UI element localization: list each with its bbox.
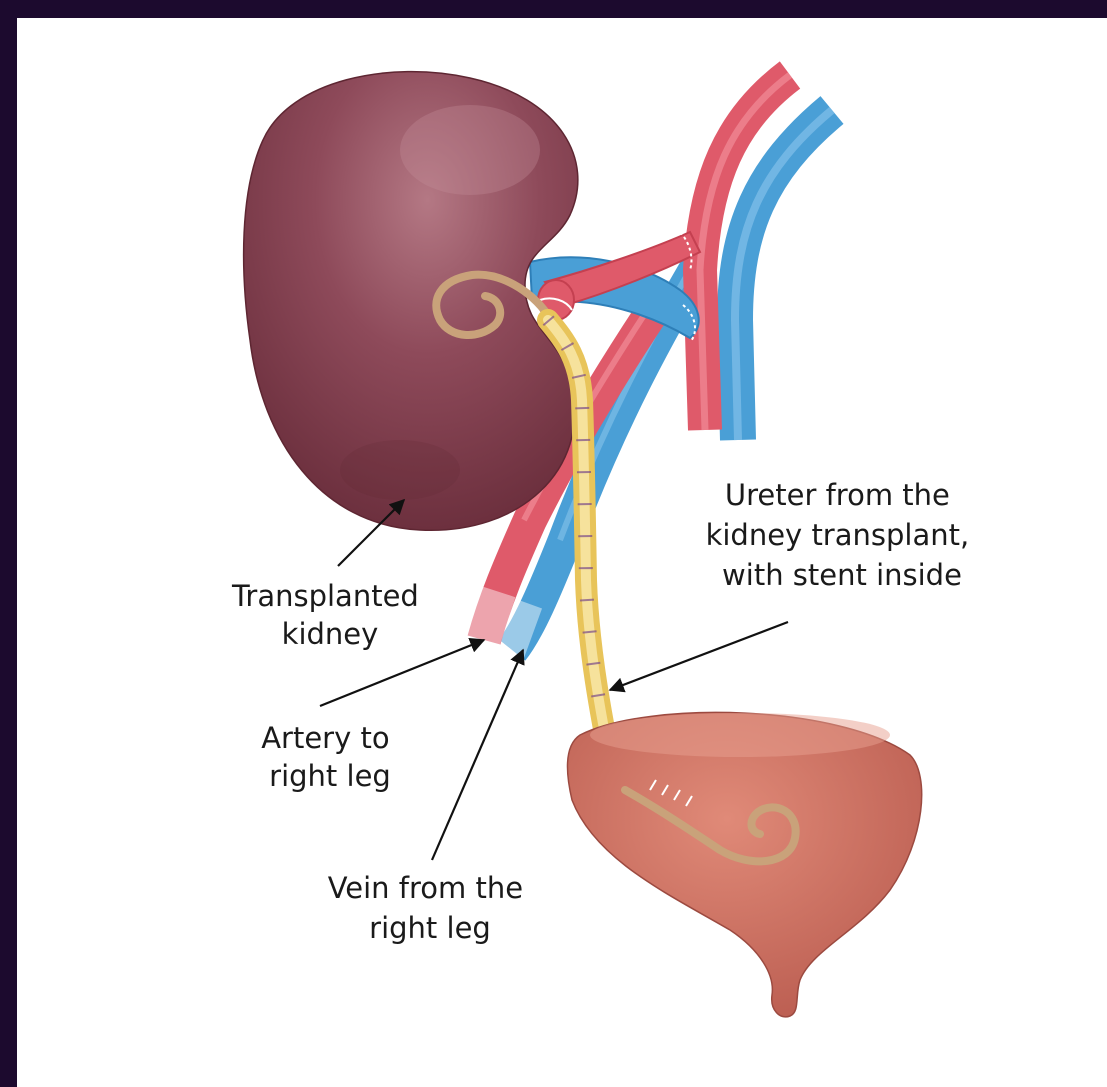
label-line: Vein from the <box>328 871 523 905</box>
vein-pointer <box>432 650 523 860</box>
ureter-pointer <box>610 622 788 690</box>
label-line: Ureter from the <box>725 478 950 512</box>
label-line: right leg <box>369 911 491 945</box>
bladder <box>567 712 921 1016</box>
label-line: Transplanted <box>231 579 419 613</box>
label-line: Artery to <box>261 721 389 755</box>
upper-vein <box>735 110 832 440</box>
label-line: kidney transplant, <box>706 518 970 552</box>
label-line: right leg <box>269 759 391 793</box>
label-line: kidney <box>282 617 379 651</box>
label-line: with stent inside <box>722 558 962 592</box>
label-artery: Artery to right leg <box>261 721 399 793</box>
label-ureter: Ureter from the kidney transplant, with … <box>706 478 979 592</box>
label-vein: Vein from the right leg <box>328 871 533 945</box>
label-transplanted-kidney: Transplanted kidney <box>231 579 428 651</box>
